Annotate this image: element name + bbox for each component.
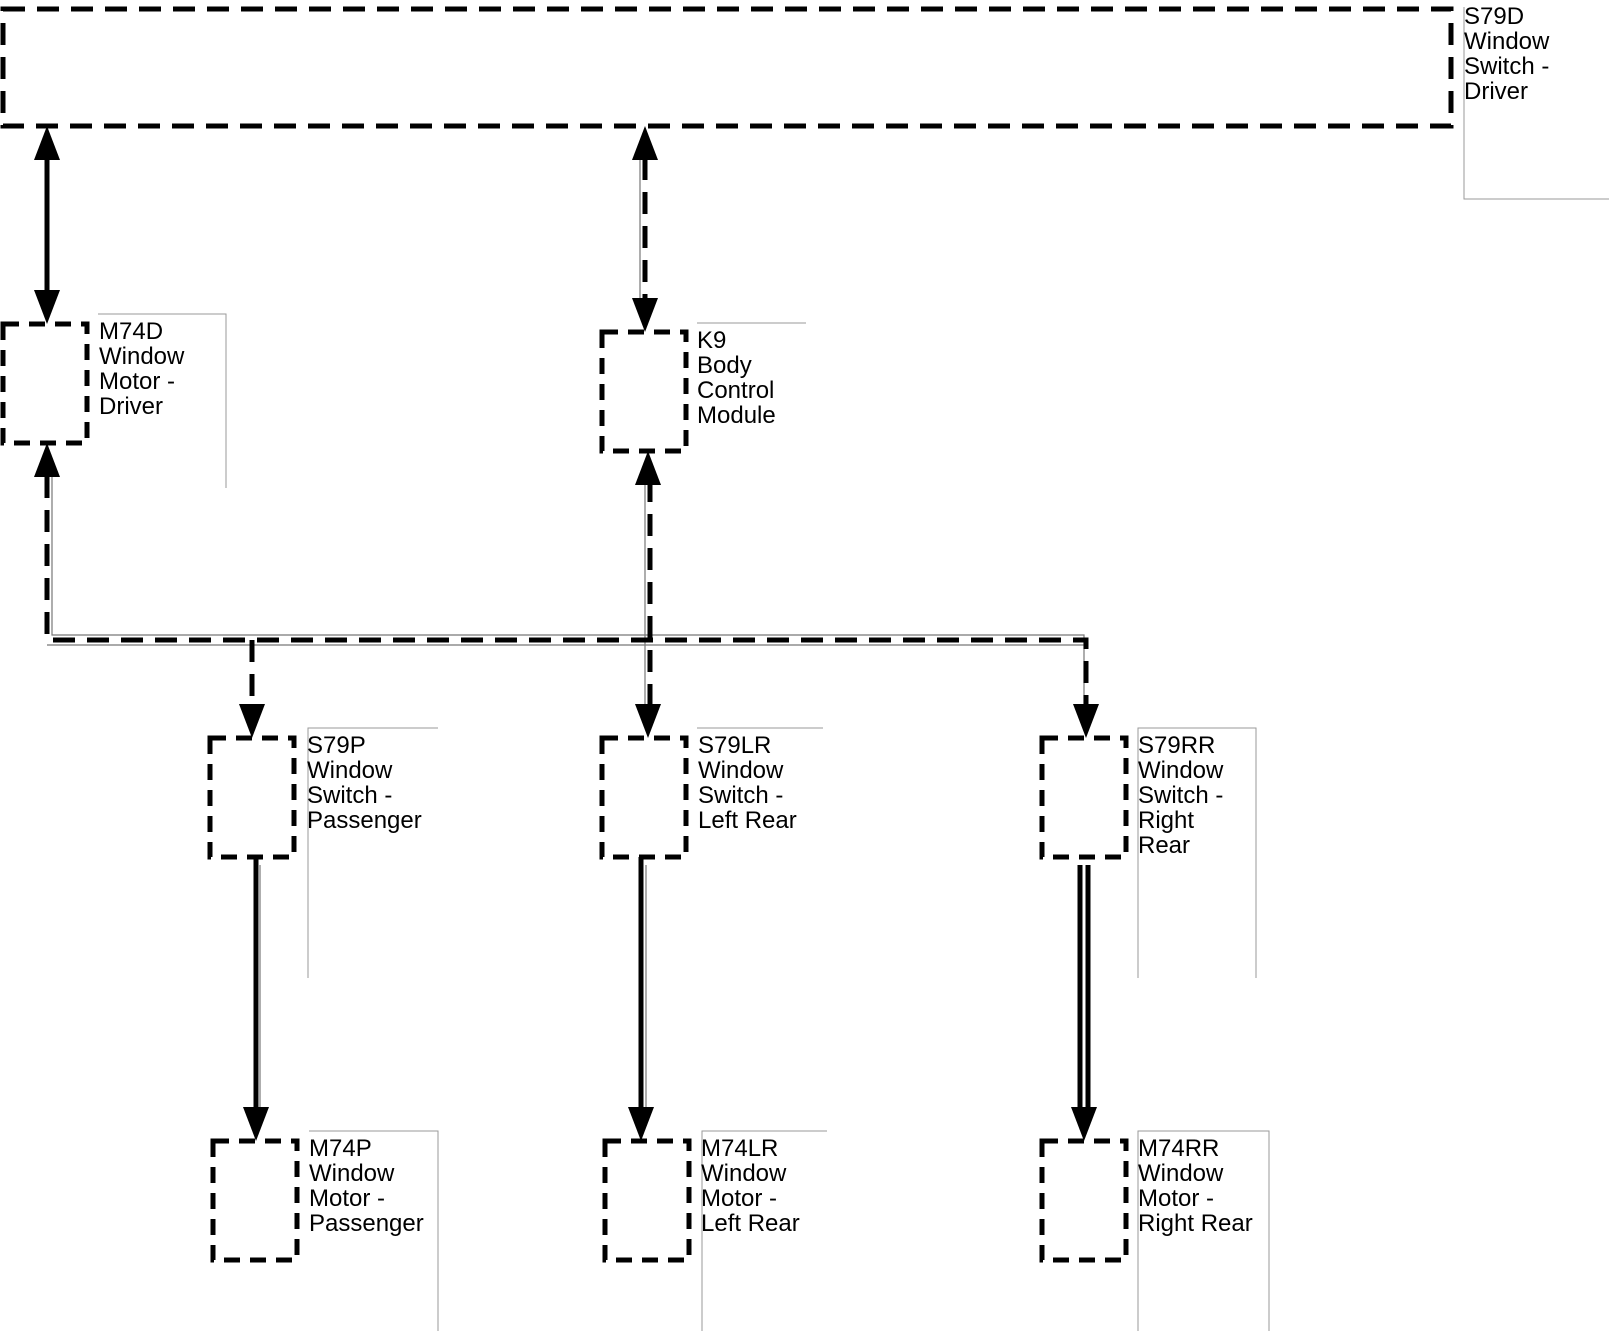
m74p-label-frame: [309, 1130, 439, 1331]
s79p-label-frame: [307, 727, 438, 978]
s79d-label-line-3: Switch -: [1464, 53, 1549, 80]
s79lr-box: [599, 735, 689, 860]
m74d-label-line-1: M74D: [99, 318, 163, 345]
link-s79d-m74d-arrow-down: [34, 290, 60, 324]
s79rr-label-frame: [1137, 727, 1257, 978]
component-m74p[interactable]: M74P Window Motor - Passenger: [210, 1130, 439, 1331]
m74d-label-frame: [98, 313, 227, 488]
link-s79lr-m74lr-arrow: [628, 1107, 654, 1141]
m74rr-label-line-2: Window: [1138, 1160, 1224, 1187]
bus-thin-right: [640, 634, 1085, 706]
bus-arrow-s79p: [239, 704, 265, 738]
m74lr-box: [602, 1138, 692, 1263]
m74rr-label-frame: [1137, 1130, 1270, 1331]
m74p-label-line-2: Window: [309, 1160, 395, 1187]
s79lr-label-line-3: Switch -: [698, 782, 783, 809]
m74p-label-line-3: Motor -: [309, 1185, 385, 1212]
link-s79d-m74d: [34, 126, 60, 324]
s79d-label: S79D Window Switch - Driver: [1464, 3, 1556, 105]
m74p-label-line-1: M74P: [309, 1135, 371, 1162]
component-s79p[interactable]: S79P Window Switch - Passenger: [207, 727, 438, 978]
m74d-label-line-2: Window: [99, 343, 185, 370]
s79d-label-line-2: Window: [1464, 28, 1550, 55]
m74p-label: M74P Window Motor - Passenger: [309, 1135, 424, 1237]
s79p-label-line-2: Window: [307, 757, 393, 784]
link-s79d-k9-arrow-up: [632, 126, 658, 160]
link-s79d-k9: [632, 126, 658, 332]
bus-arrow-k9: [635, 451, 661, 485]
s79p-label-line-3: Switch -: [307, 782, 392, 809]
m74rr-label-line-4: Right Rear: [1138, 1210, 1253, 1237]
m74rr-label: M74RR Window Motor - Right Rear: [1138, 1135, 1253, 1237]
m74lr-label-frame: [701, 1130, 827, 1331]
bus-switch-network: [34, 443, 1099, 738]
link-s79lr-m74lr: [628, 857, 654, 1141]
m74lr-label-line-1: M74LR: [701, 1135, 778, 1162]
link-s79p-m74p-arrow: [243, 1107, 269, 1141]
s79d-label-line-4: Driver: [1464, 78, 1528, 105]
s79p-label: S79P Window Switch - Passenger: [307, 732, 422, 834]
s79d-label-line-1: S79D: [1464, 3, 1524, 30]
link-s79d-k9-arrow-down: [632, 298, 658, 332]
m74d-label: M74D Window Motor - Driver: [99, 318, 191, 420]
component-s79lr[interactable]: S79LR Window Switch - Left Rear: [599, 727, 823, 860]
m74d-label-line-4: Driver: [99, 393, 163, 420]
m74p-box: [210, 1138, 300, 1263]
s79lr-label-line-4: Left Rear: [698, 807, 797, 834]
component-s79d[interactable]: S79D Window Switch - Driver: [0, 3, 1609, 200]
bus-thin-left: [51, 476, 640, 636]
s79rr-label-line-3: Switch -: [1138, 782, 1223, 809]
m74d-box: [0, 321, 90, 446]
s79p-label-line-4: Passenger: [307, 807, 422, 834]
k9-box: [599, 329, 689, 454]
k9-label-line-1: K9: [697, 327, 726, 354]
component-m74d[interactable]: M74D Window Motor - Driver: [0, 313, 227, 488]
bus-arrow-m74d: [34, 443, 60, 477]
m74lr-label-line-2: Window: [701, 1160, 787, 1187]
m74rr-box: [1039, 1138, 1129, 1263]
bus-arrow-s79rr: [1073, 704, 1099, 738]
s79rr-label-line-2: Window: [1138, 757, 1224, 784]
s79lr-label: S79LR Window Switch - Left Rear: [698, 732, 797, 834]
k9-label-line-3: Control: [697, 377, 774, 404]
k9-label-line-2: Body: [697, 352, 752, 379]
s79rr-label: S79RR Window Switch - Right Rear: [1138, 732, 1230, 859]
m74lr-label: M74LR Window Motor - Left Rear: [701, 1135, 800, 1237]
component-s79rr[interactable]: S79RR Window Switch - Right Rear: [1039, 727, 1257, 978]
k9-label-line-4: Module: [697, 402, 776, 429]
m74d-label-line-3: Motor -: [99, 368, 175, 395]
bus-dash-m74d: [44, 476, 1089, 706]
s79rr-label-line-5: Rear: [1138, 832, 1190, 859]
m74rr-label-line-1: M74RR: [1138, 1135, 1219, 1162]
m74lr-label-line-4: Left Rear: [701, 1210, 800, 1237]
link-s79rr-m74rr: [1071, 865, 1097, 1141]
component-k9[interactable]: K9 Body Control Module: [599, 322, 806, 454]
component-m74rr[interactable]: M74RR Window Motor - Right Rear: [1039, 1130, 1270, 1331]
s79d-box: [0, 6, 1454, 129]
k9-label: K9 Body Control Module: [697, 327, 781, 429]
link-s79d-m74d-arrow-up: [34, 126, 60, 160]
m74lr-label-line-3: Motor -: [701, 1185, 777, 1212]
s79rr-label-line-1: S79RR: [1138, 732, 1215, 759]
component-m74lr[interactable]: M74LR Window Motor - Left Rear: [602, 1130, 827, 1331]
s79rr-box: [1039, 735, 1129, 860]
link-s79p-m74p: [243, 857, 269, 1141]
link-s79rr-m74rr-arrow: [1071, 1107, 1097, 1141]
m74p-label-line-4: Passenger: [309, 1210, 424, 1237]
s79rr-label-line-4: Right: [1138, 807, 1194, 834]
s79d-label-frame: [1463, 7, 1609, 200]
s79lr-label-line-1: S79LR: [698, 732, 771, 759]
s79p-label-line-1: S79P: [307, 732, 365, 759]
m74rr-label-line-3: Motor -: [1138, 1185, 1214, 1212]
s79p-box: [207, 735, 297, 860]
bus-arrow-s79lr: [635, 704, 661, 738]
s79lr-label-line-2: Window: [698, 757, 784, 784]
